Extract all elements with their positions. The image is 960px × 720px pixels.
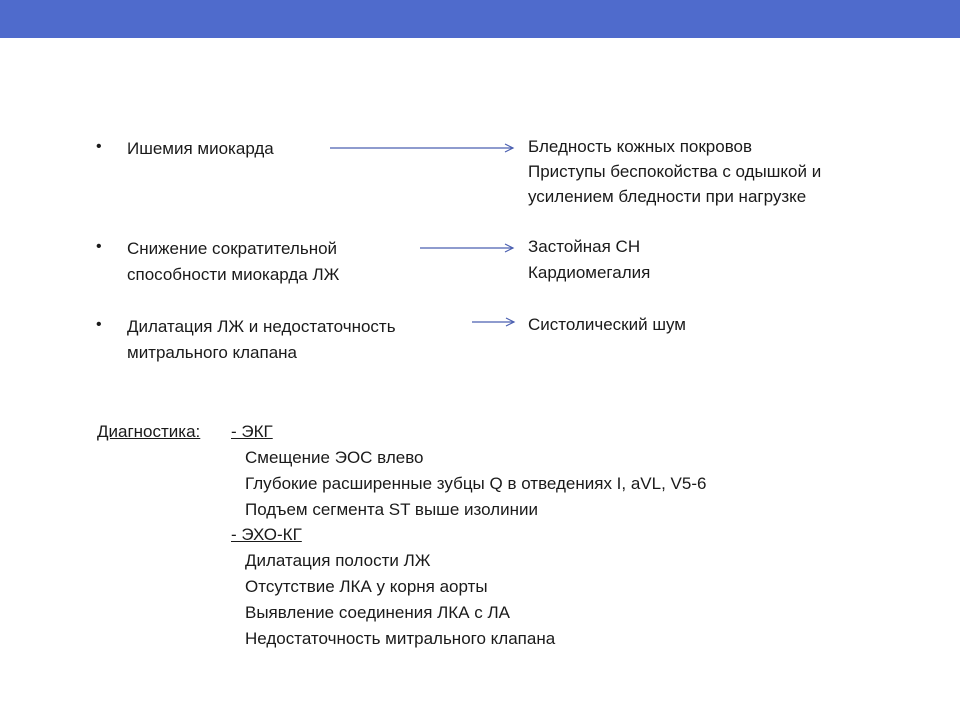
ecg-item: Смещение ЭОС влево [245,448,424,467]
effect-1-line-3: усилением бледности при нагрузке [528,187,807,206]
diagnostics-heading: Диагностика: [97,422,201,441]
bullet-icon: • [96,316,102,333]
arrow-right-icon [420,243,515,253]
effect-1-line-1: Бледность кожных покровов [528,137,753,156]
ecg-item: Глубокие расширенные зубцы Q в отведения… [245,474,707,493]
echo-item: Отсутствие ЛКА у корня аорты [245,577,488,596]
cause-1-line-1: Ишемия миокарда [127,139,274,158]
cause-2-line-2: способности миокарда ЛЖ [127,265,340,284]
echo-label: - ЭХО-КГ [231,525,302,544]
bullet-icon: • [96,138,102,155]
cause-3-line-2: митрального клапана [127,343,298,362]
cause-3-line-1: Дилатация ЛЖ и недостаточность [127,317,396,336]
effect-2-line-2: Кардиомегалия [528,263,651,282]
echo-item: Недостаточность митрального клапана [245,629,556,648]
arrow-right-icon [330,143,515,153]
effect-3-line-1: Систолический шум [528,315,686,334]
ecg-item: Подъем сегмента ST выше изолинии [245,500,538,519]
bullet-icon: • [96,238,102,255]
ecg-label: - ЭКГ [231,422,273,441]
effect-2-line-1: Застойная СН [528,237,641,256]
arrow-right-icon [472,317,516,327]
echo-item: Дилатация полости ЛЖ [245,551,431,570]
echo-item: Выявление соединения ЛКА с ЛА [245,603,510,622]
cause-2-line-1: Снижение сократительной [127,239,338,258]
header-bar [0,0,960,38]
effect-1-line-2: Приступы беспокойства с одышкой и [528,162,822,181]
